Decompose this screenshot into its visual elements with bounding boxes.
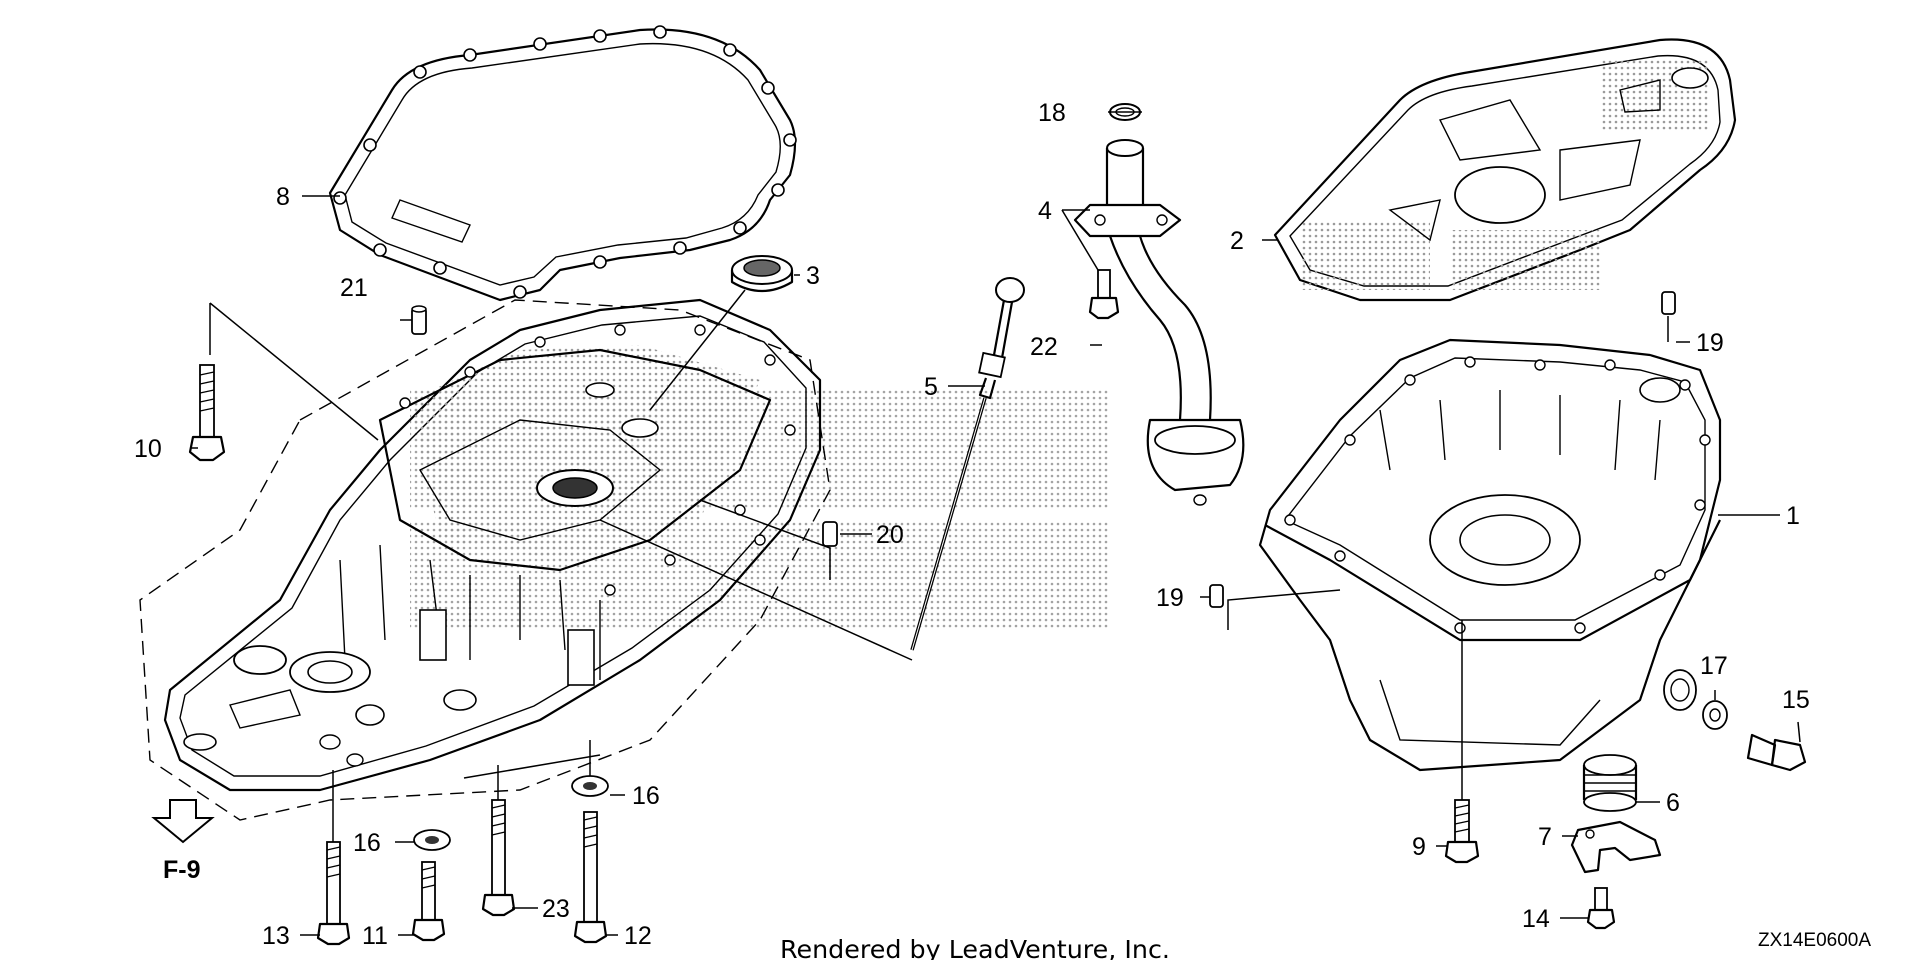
callout-2[interactable]: 2 — [1230, 227, 1244, 255]
callout-22[interactable]: 22 — [1030, 333, 1058, 361]
bolt-23[interactable] — [481, 799, 516, 917]
washer-16-lower[interactable] — [413, 829, 451, 851]
callout-18[interactable]: 18 — [1038, 99, 1066, 127]
bolt-22[interactable] — [1088, 269, 1120, 320]
oil-pipe-4[interactable] — [1073, 139, 1245, 506]
callout-16-upper[interactable]: 16 — [632, 782, 660, 810]
dipstick-5[interactable] — [910, 277, 1025, 651]
strainer-plate-2[interactable] — [1273, 38, 1737, 302]
callout-17[interactable]: 17 — [1700, 652, 1728, 680]
callout-3[interactable]: 3 — [806, 262, 820, 290]
footer-credit: Rendered by LeadVenture, Inc. — [780, 935, 1170, 960]
callout-11[interactable]: 11 — [362, 922, 388, 950]
callout-19-lower[interactable]: 19 — [1156, 584, 1184, 612]
callout-labels: 1 2 3 4 5 6 7 8 9 10 11 12 13 14 15 16 1… — [134, 99, 1810, 950]
leader-lines — [190, 111, 1801, 936]
dowel-pin-19-top[interactable] — [1661, 291, 1676, 315]
drain-bolt-15[interactable] — [1746, 733, 1807, 772]
callout-9[interactable]: 9 — [1412, 833, 1426, 861]
oil-pan-1[interactable] — [1258, 338, 1722, 772]
bolt-13[interactable] — [316, 841, 351, 946]
reference-label: F-9 — [163, 856, 201, 884]
callout-1[interactable]: 1 — [1786, 502, 1800, 530]
callout-23[interactable]: 23 — [542, 895, 570, 923]
callout-4[interactable]: 4 — [1038, 197, 1052, 225]
callout-10[interactable]: 10 — [134, 435, 162, 463]
bracket-7[interactable] — [1570, 820, 1662, 874]
dowel-pin-21[interactable] — [411, 305, 427, 335]
callout-7[interactable]: 7 — [1538, 823, 1552, 851]
dowel-pin-19-lower[interactable] — [1209, 584, 1224, 608]
callout-6[interactable]: 6 — [1666, 789, 1680, 817]
diagram-code: ZX14E0600A — [1758, 930, 1871, 951]
reference-arrow[interactable]: F-9 — [151, 799, 215, 884]
callout-15[interactable]: 15 — [1782, 686, 1810, 714]
washer-17[interactable] — [1702, 700, 1728, 730]
bolt-12[interactable] — [573, 811, 608, 944]
callout-5[interactable]: 5 — [924, 373, 938, 401]
callout-12[interactable]: 12 — [624, 922, 652, 950]
bolt-14[interactable] — [1586, 887, 1616, 930]
oil-seal-3[interactable] — [730, 255, 794, 292]
bolt-9[interactable] — [1444, 799, 1480, 864]
callout-16-lower[interactable]: 16 — [353, 829, 381, 857]
washer-16-upper[interactable] — [571, 775, 609, 797]
callout-19-top[interactable]: 19 — [1696, 329, 1724, 357]
callout-13[interactable]: 13 — [262, 922, 290, 950]
down-arrow-icon — [151, 799, 215, 844]
bolt-11[interactable] — [411, 861, 446, 942]
callout-20[interactable]: 20 — [876, 521, 904, 549]
gasket-8[interactable] — [328, 25, 797, 302]
bolt-10[interactable] — [188, 364, 226, 462]
plug-6[interactable] — [1582, 754, 1638, 812]
callout-21[interactable]: 21 — [340, 274, 368, 302]
callout-8[interactable]: 8 — [276, 183, 290, 211]
oil-case-assembly — [139, 298, 831, 821]
dowel-pin-20[interactable] — [822, 521, 838, 547]
callout-14[interactable]: 14 — [1522, 905, 1550, 933]
